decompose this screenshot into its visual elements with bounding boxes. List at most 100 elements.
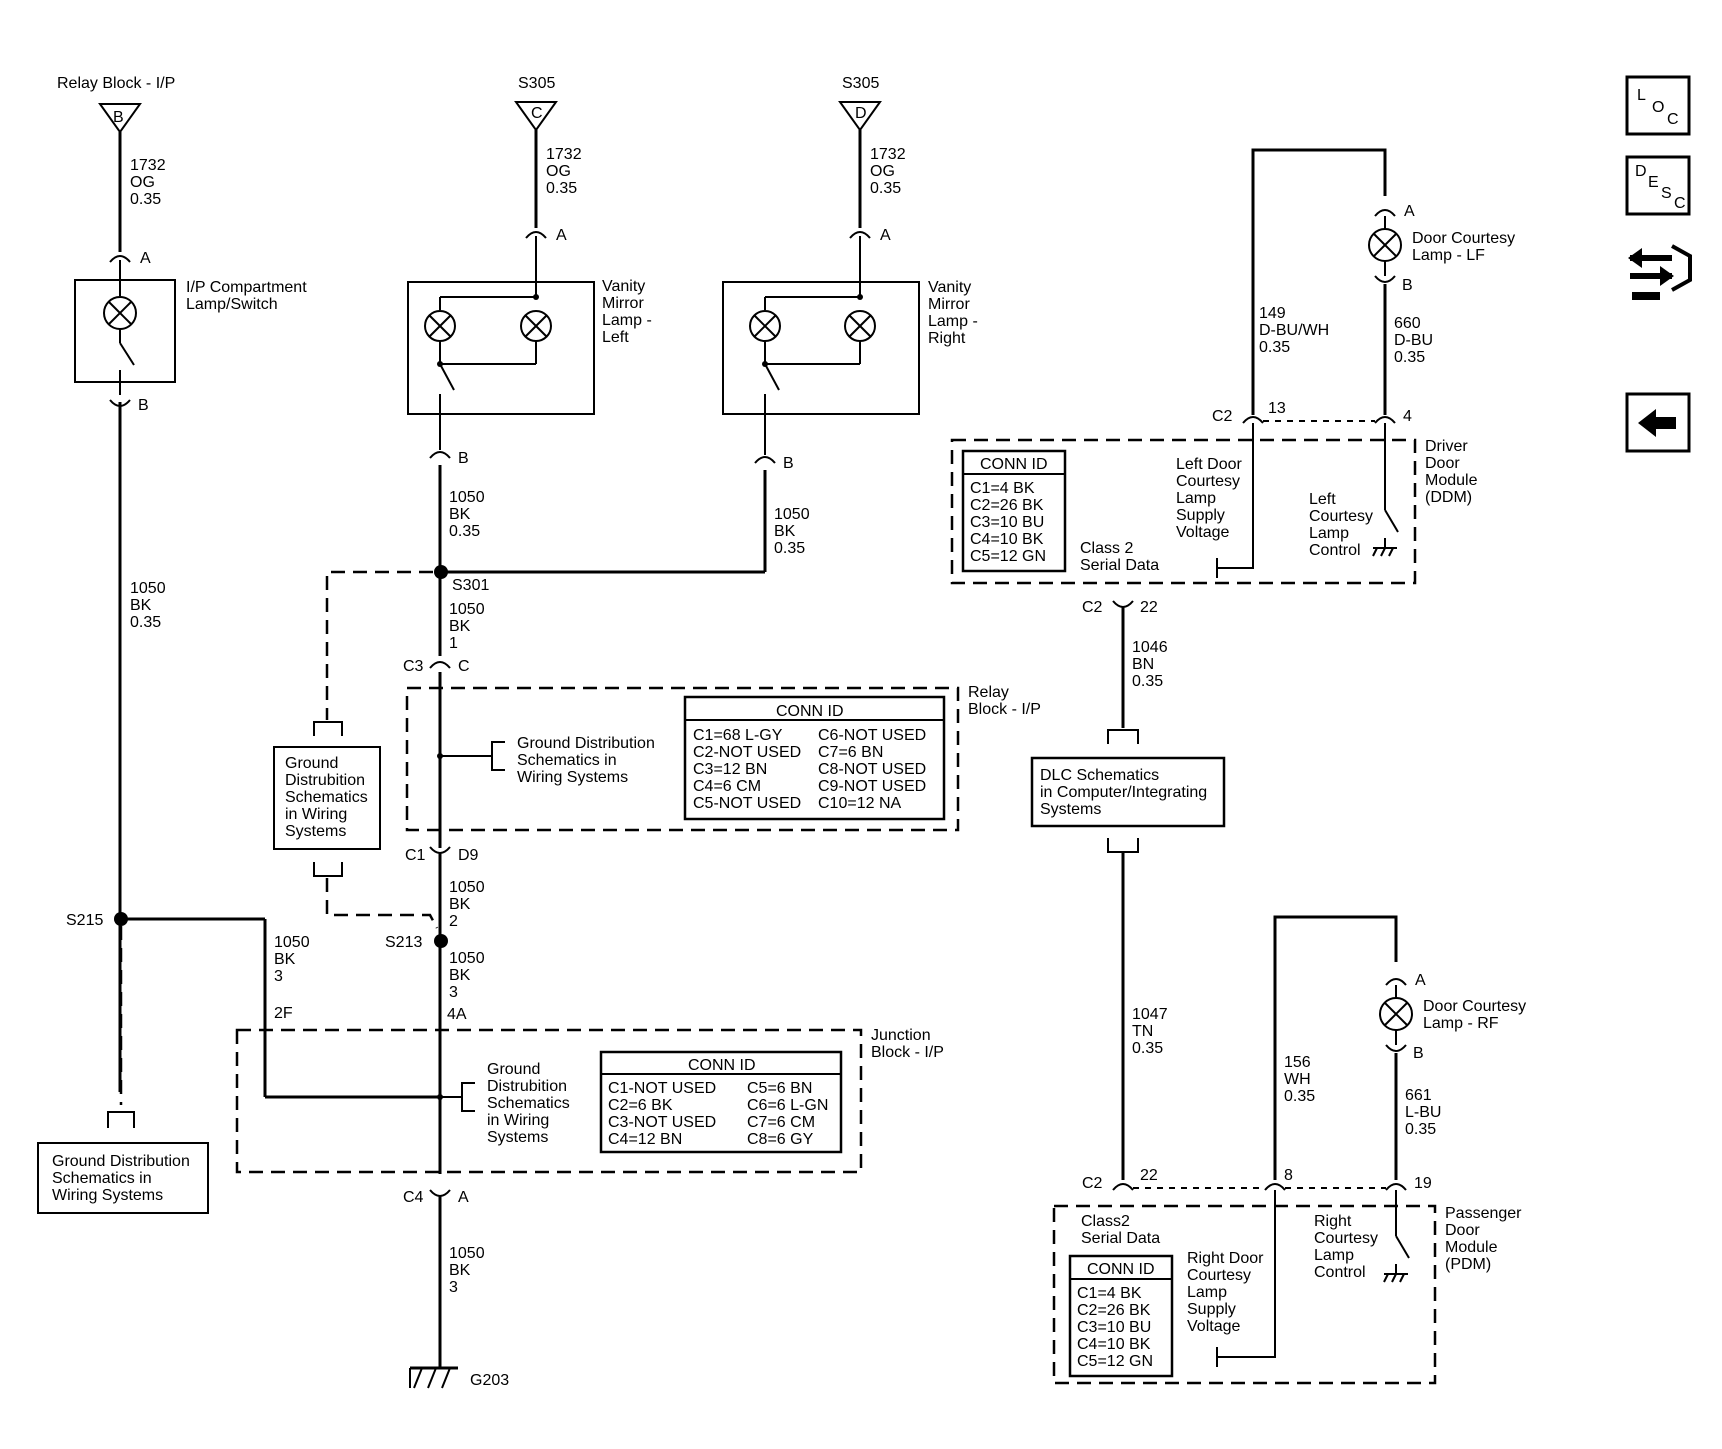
label-pins-b: B [783,455,794,472]
label-pdm-control-0: Right [1314,1213,1352,1230]
label-pins-a: A [880,227,891,244]
label-wire_1050_035-size: 0.35 [774,540,805,557]
label-relay_block-conn_left-4: C5-NOT USED [693,795,801,812]
label-pins-p8: 8 [1284,1167,1293,1184]
label-wire_1050_035-size: 0.35 [449,523,480,540]
desc-button[interactable]: D E S C [1625,155,1691,216]
label-wire_1050_3-color: BK [449,967,471,984]
label-ddm-control-0: Left [1309,491,1336,508]
label-wire_1046-num: 1046 [1132,639,1168,656]
label-ddm-serial-0: Class 2 [1080,540,1133,557]
label-pins-b: B [1413,1045,1424,1062]
label-wire_1050_3-num: 1050 [449,1245,485,1262]
label-junction_block-ground_ref-2: Schematics [487,1095,570,1112]
label-wire_1732-size: 0.35 [130,191,161,208]
label-wire_1050_1-size: 1 [449,635,458,652]
label-pdm-label-0: Passenger [1445,1205,1522,1222]
label-relay_block-ground_ref-2: Wiring Systems [517,769,628,786]
label-relay_block-conn_left-2: C3=12 BN [693,761,767,778]
label-junction_block-conn_left-3: C4=12 BN [608,1131,682,1148]
label-pins-c2: C2 [1082,599,1103,616]
label-components-lamp_rf-0: Door Courtesy [1423,998,1526,1015]
label-pdm-conn-1: C2=26 BK [1077,1302,1151,1319]
label-pins-p19: 19 [1414,1175,1432,1192]
label-ground_ref_mid-3: in Wiring [285,806,347,823]
passenger-door-module [1052,1204,1437,1385]
label-junction_block-conn_title: CONN ID [688,1057,756,1074]
feed-pin-b: B [113,109,124,126]
label-wire_1050_3-num: 1050 [274,934,310,951]
label-wire_1732-size: 0.35 [870,180,901,197]
vanity-right-box [722,281,920,415]
label-wire_1732-num: 1732 [546,146,582,163]
label-junction_block-conn_left-0: C1-NOT USED [608,1080,716,1097]
label-ground_ref_left-0: Ground Distribution [52,1153,190,1170]
label-components-vanity_right-2: Lamp - [928,313,978,330]
label-wire_1046-size: 0.35 [1132,673,1163,690]
switch-icon [439,363,455,391]
label-ddm-conn-1: C2=26 BK [970,497,1044,514]
feed-triangle-b [98,103,142,134]
label-wire_1732-color: OG [546,163,571,180]
label-wire_660-color: D-BU [1394,332,1433,349]
label-wire_661-size: 0.35 [1405,1121,1436,1138]
label-relay_block-conn_right-0: C6-NOT USED [818,727,926,744]
label-splices-s213: S213 [385,934,422,951]
label-nav-loc-1: O [1652,99,1664,116]
label-pins-a: A [140,250,151,267]
label-pins-a: A [458,1189,469,1206]
label-wire_1050_035-color: BK [130,597,152,614]
label-ground_ref_left-1: Schematics in [52,1170,152,1187]
label-pins-a: A [1415,972,1426,989]
junction-block-conn-id [599,1050,843,1154]
label-junction_block-label-1: Block - I/P [871,1044,944,1061]
label-pins-c4: C4 [403,1189,424,1206]
label-s305_d-name: S305 [842,75,879,92]
label-pins-b: B [458,450,469,467]
label-wire_149-color: D-BU/WH [1259,322,1329,339]
label-wire_1050_3-color: BK [274,951,296,968]
switch-icon [764,363,780,391]
label-wire_1047-num: 1047 [1132,1006,1168,1023]
label-wire_1050_035-num: 1050 [130,580,166,597]
label-wire_1050_035-num: 1050 [449,489,485,506]
label-pdm-conn-3: C4=10 BK [1077,1336,1151,1353]
ground-icon [409,1366,458,1389]
label-pins-d9: D9 [458,847,479,864]
label-relay_block-conn_title: CONN ID [776,703,844,720]
label-pdm-conn_title: CONN ID [1087,1261,1155,1278]
label-pdm-label-1: Door [1445,1222,1480,1239]
label-pdm-conn-4: C5=12 GN [1077,1353,1153,1370]
label-wire_1732-color: OG [870,163,895,180]
connector-tool-icon[interactable] [1628,244,1692,300]
label-junction_block-ground_ref-3: in Wiring [487,1112,549,1129]
label-pins-p2f: 2F [274,1005,293,1022]
ground-icon [1383,1273,1408,1283]
label-pdm-supply-2: Lamp [1187,1284,1227,1301]
back-button[interactable] [1625,392,1691,453]
label-components-vanity_left-3: Left [602,329,629,346]
label-wire_1732-color: OG [130,174,155,191]
label-wire_660-size: 0.35 [1394,349,1425,366]
label-pdm-control-1: Courtesy [1314,1230,1378,1247]
switch-icon [1395,1235,1410,1259]
label-junction_block-ground_ref-1: Distrubition [487,1078,567,1095]
switch-icon [119,342,135,366]
label-components-vanity_right-3: Right [928,330,966,347]
label-ddm-supply-1: Courtesy [1176,473,1240,490]
s305-c-triangle [514,101,558,132]
label-nav-desc-1: E [1648,174,1659,191]
label-nav-desc-3: C [1674,195,1686,212]
loc-button[interactable]: L O C [1625,75,1691,136]
label-pdm-serial-0: Class2 [1081,1213,1130,1230]
label-wire_1050_3-num: 1050 [449,950,485,967]
label-pins-a: A [1404,203,1415,220]
label-wire_660-num: 660 [1394,315,1421,332]
label-relay_block-conn_left-0: C1=68 L-GY [693,727,783,744]
label-pins-c2: C2 [1212,408,1233,425]
relay-block-ip [405,686,960,832]
label-dlc-0: DLC Schematics [1040,767,1159,784]
label-junction_block-conn_right-1: C6=6 L-GN [747,1097,828,1114]
label-components-vanity_right-0: Vanity [928,279,971,296]
label-junction_block-conn_right-0: C5=6 BN [747,1080,812,1097]
